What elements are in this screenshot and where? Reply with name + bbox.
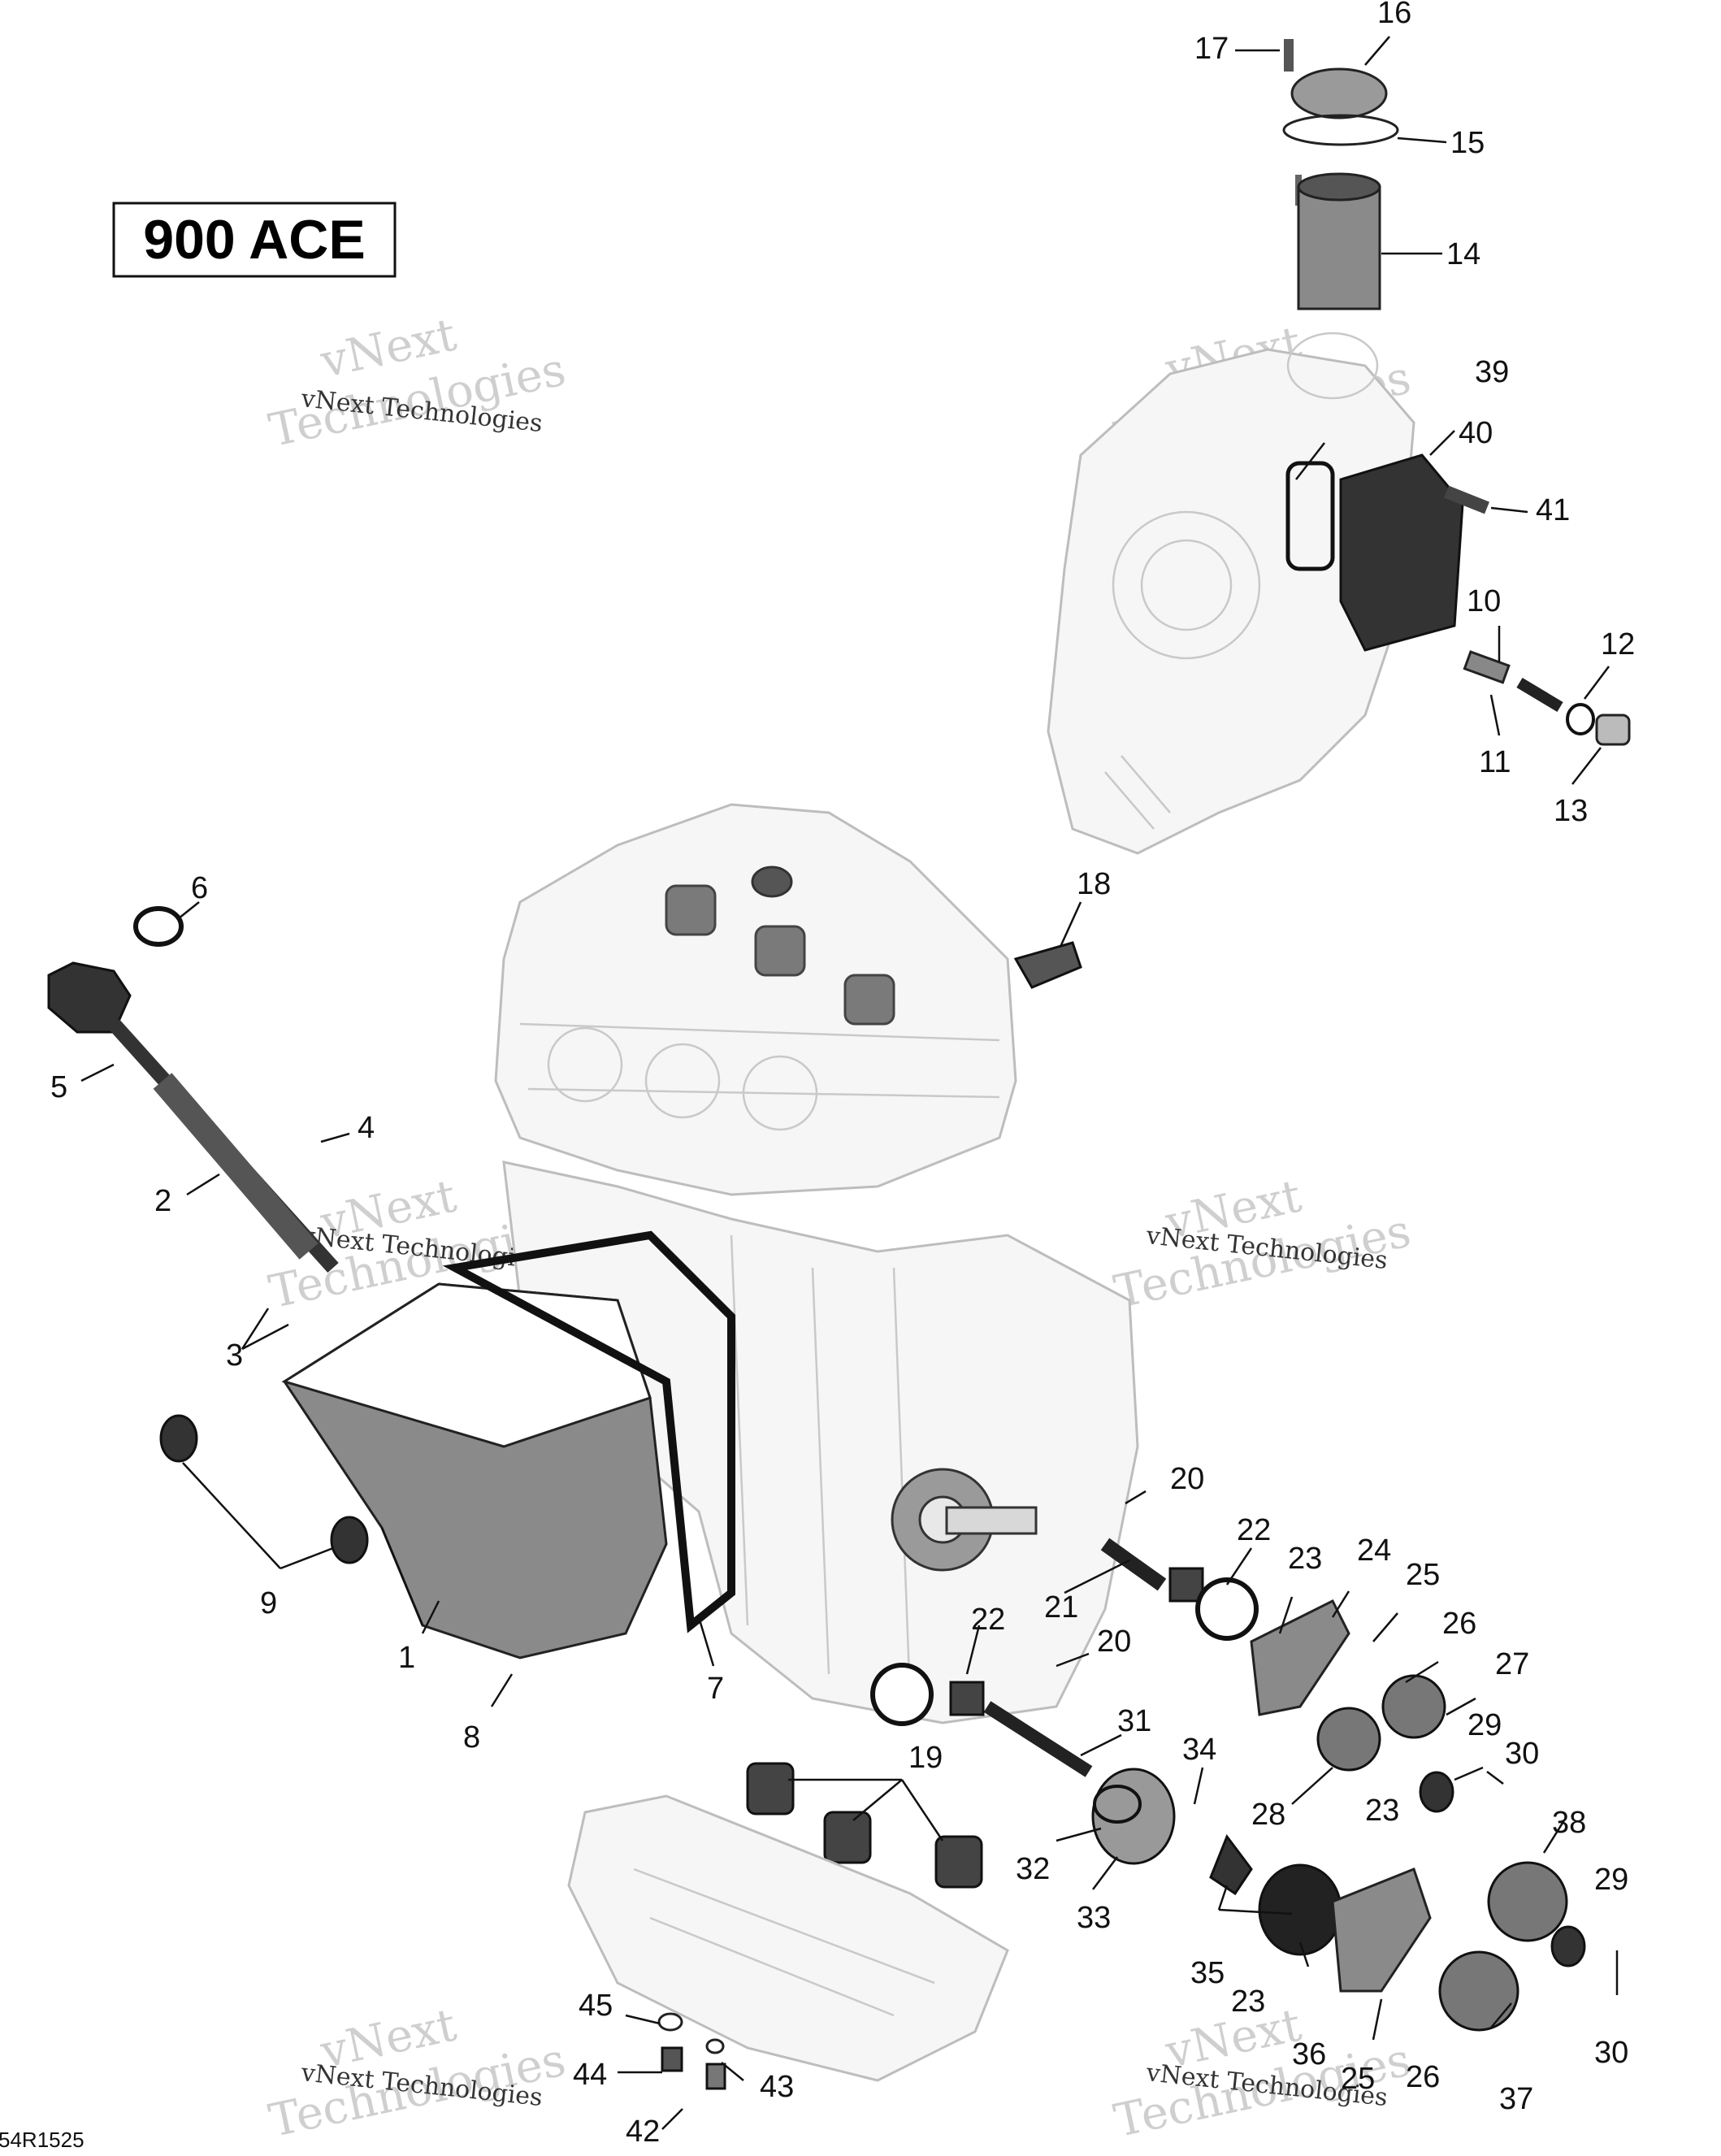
callout-28: 28 (1251, 1798, 1285, 1832)
callout-1: 1 (398, 1641, 415, 1675)
dipstick-assembly (47, 906, 339, 1273)
callout-26b: 26 (1406, 2060, 1440, 2094)
oil-filter-stack (1282, 39, 1399, 310)
model-label: 900 ACE (143, 209, 365, 271)
callout-37: 37 (1499, 2082, 1533, 2116)
callout-33: 33 (1077, 1901, 1111, 1935)
callout-45: 45 (579, 1989, 613, 2023)
callout-16: 16 (1377, 0, 1411, 30)
callout-7: 7 (707, 1672, 724, 1706)
callout-34: 34 (1182, 1733, 1216, 1767)
drain-bolt-set (657, 2012, 726, 2090)
oil-strainers (746, 1762, 983, 1889)
callout-19: 19 (908, 1741, 943, 1775)
callout-43: 43 (760, 2070, 794, 2104)
sensor (1013, 941, 1082, 989)
callout-23b: 23 (1365, 1794, 1399, 1828)
callout-25a: 25 (1406, 1558, 1440, 1592)
callout-13: 13 (1554, 794, 1588, 828)
callout-21: 21 (1044, 1590, 1078, 1625)
callout-36: 36 (1292, 2037, 1326, 2071)
engine-block-ghost (494, 803, 1139, 1724)
callout-5: 5 (50, 1070, 67, 1104)
gasket (442, 1230, 735, 1633)
callout-26a: 26 (1442, 1607, 1476, 1641)
drawing-code: 54R1525 (0, 2128, 85, 2152)
callout-29b: 29 (1594, 1863, 1628, 1897)
callout-9: 9 (260, 1586, 277, 1620)
callout-20a: 20 (1170, 1462, 1204, 1496)
relief-valve-parts (1463, 650, 1631, 746)
callout-20b: 20 (1097, 1625, 1131, 1659)
callout-35: 35 (1190, 1956, 1225, 1990)
callout-42: 42 (626, 2115, 660, 2149)
callout-23c: 23 (1231, 1985, 1265, 2019)
callout-27: 27 (1495, 1647, 1529, 1681)
callout-17: 17 (1194, 32, 1229, 66)
callout-30b: 30 (1594, 2036, 1628, 2070)
callout-23a: 23 (1288, 1542, 1322, 1576)
magneto-cover-ghost (1047, 332, 1415, 855)
callout-38: 38 (1552, 1806, 1586, 1840)
callout-15: 15 (1450, 126, 1485, 160)
callout-31: 31 (1117, 1704, 1151, 1738)
oil-cooler (1285, 453, 1489, 652)
callout-11: 11 (1479, 745, 1511, 779)
callout-2: 2 (154, 1184, 171, 1218)
callout-24: 24 (1357, 1533, 1391, 1568)
callout-22a: 22 (1237, 1513, 1271, 1547)
callout-8: 8 (463, 1720, 480, 1755)
oil-pump-assembly (870, 1538, 1586, 2032)
callout-29a: 29 (1467, 1708, 1502, 1742)
callout-30a: 30 (1505, 1737, 1539, 1771)
callout-10: 10 (1467, 584, 1501, 618)
oil-pan-plate-ghost (567, 1794, 1009, 2082)
callout-32: 32 (1016, 1852, 1050, 1886)
callout-14: 14 (1446, 237, 1480, 271)
callout-18: 18 (1077, 867, 1111, 901)
callout-39: 39 (1475, 355, 1509, 389)
leader-lines (80, 36, 1619, 2130)
callout-numbers: 1 2 3 4 5 6 7 8 9 10 11 12 13 14 15 16 1… (50, 0, 1635, 2149)
oil-pan (281, 1282, 668, 1659)
callout-44: 44 (573, 2058, 607, 2092)
callout-4: 4 (358, 1111, 375, 1145)
callout-25b: 25 (1341, 2062, 1375, 2096)
callout-22b: 22 (971, 1603, 1005, 1637)
drain-plugs (159, 1414, 369, 1564)
watermark-bottom-left: vNext Technologies (265, 1998, 570, 2148)
callout-6: 6 (191, 871, 208, 905)
callout-12: 12 (1601, 627, 1635, 662)
callout-40: 40 (1459, 416, 1493, 450)
callout-41: 41 (1536, 493, 1570, 527)
callout-3: 3 (226, 1338, 243, 1373)
model-label-box: 900 ACE (112, 202, 397, 278)
